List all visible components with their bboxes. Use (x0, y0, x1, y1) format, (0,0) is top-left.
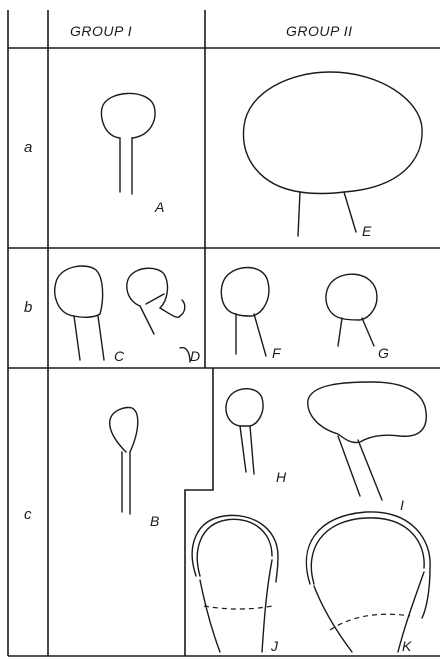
column-header-group-2: GROUP II (286, 23, 353, 39)
figure-label-h: H (276, 469, 287, 485)
figure-b-drawing (110, 408, 138, 515)
figure-label-d: D (190, 348, 200, 364)
table-grid (8, 10, 440, 656)
figure-label-j: J (270, 638, 279, 654)
figure-j-drawing (192, 515, 278, 652)
figure-i-drawing (308, 382, 427, 500)
figure-label-e: E (362, 223, 372, 239)
figure-f-drawing (221, 268, 269, 357)
column-header-group-1: GROUP I (70, 23, 132, 39)
figure-h-drawing (226, 389, 263, 474)
figure-k-drawing (306, 512, 430, 652)
figure-label-c: C (114, 348, 125, 364)
figure-label-f: F (272, 345, 282, 361)
figure-label-a: A (154, 199, 164, 215)
row-label-b: b (24, 299, 32, 316)
figure-d-drawing (127, 268, 190, 362)
figure-e-drawing (243, 72, 422, 236)
figure-g-drawing (326, 274, 377, 346)
figure-c-drawing (55, 266, 104, 360)
figure-label-i: I (400, 497, 404, 513)
figure-label-k: K (402, 638, 412, 654)
figure-label-g: G (378, 345, 389, 361)
figure-a-drawing (102, 93, 155, 194)
row-label-a: a (24, 139, 32, 156)
row-label-c: c (24, 506, 32, 523)
figure-label-b: B (150, 513, 159, 529)
